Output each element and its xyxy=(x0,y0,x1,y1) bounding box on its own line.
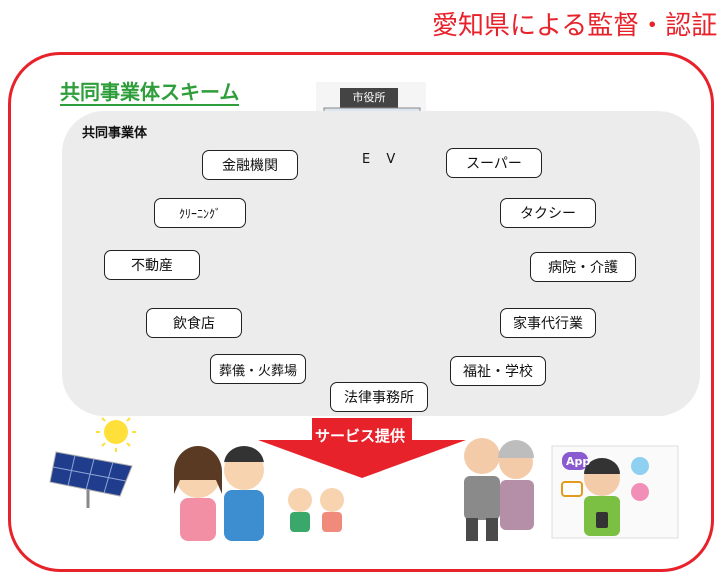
scheme-title: 共同事業体スキーム xyxy=(60,80,240,106)
service-arrow xyxy=(258,418,466,478)
city-hall-sign: 市役所 xyxy=(352,91,386,104)
family-illustration xyxy=(174,446,344,541)
solar-panel-illustration xyxy=(49,412,136,508)
elderly-couple-illustration xyxy=(464,438,534,541)
node-taxi: タクシー xyxy=(500,198,596,228)
node-hospital-care: 病院・介護 xyxy=(530,252,636,282)
node-restaurant: 飲食店 xyxy=(146,308,242,338)
service-arrow-label: サービス提供 xyxy=(314,427,405,445)
node-funeral-crematorium: 葬儀・火葬場 xyxy=(210,354,306,384)
node-law-office: 法律事務所 xyxy=(330,382,428,412)
node-housekeeping: 家事代行業 xyxy=(500,308,596,338)
node-real-estate: 不動産 xyxy=(104,250,200,280)
page-title: 愛知県による監督・認証 xyxy=(432,11,718,41)
node-supermarket: スーパー xyxy=(446,148,542,178)
node-financial-institution: 金融機関 xyxy=(202,150,298,180)
panel-label: 共同事業体 xyxy=(82,126,148,141)
node-cleaning: ｸﾘｰﾆﾝｸﾞ xyxy=(154,198,246,228)
app-user-illustration xyxy=(551,445,679,539)
ev-label: E V xyxy=(362,152,402,167)
app-badge: App xyxy=(566,455,591,468)
node-welfare-school: 福祉・学校 xyxy=(450,356,546,386)
